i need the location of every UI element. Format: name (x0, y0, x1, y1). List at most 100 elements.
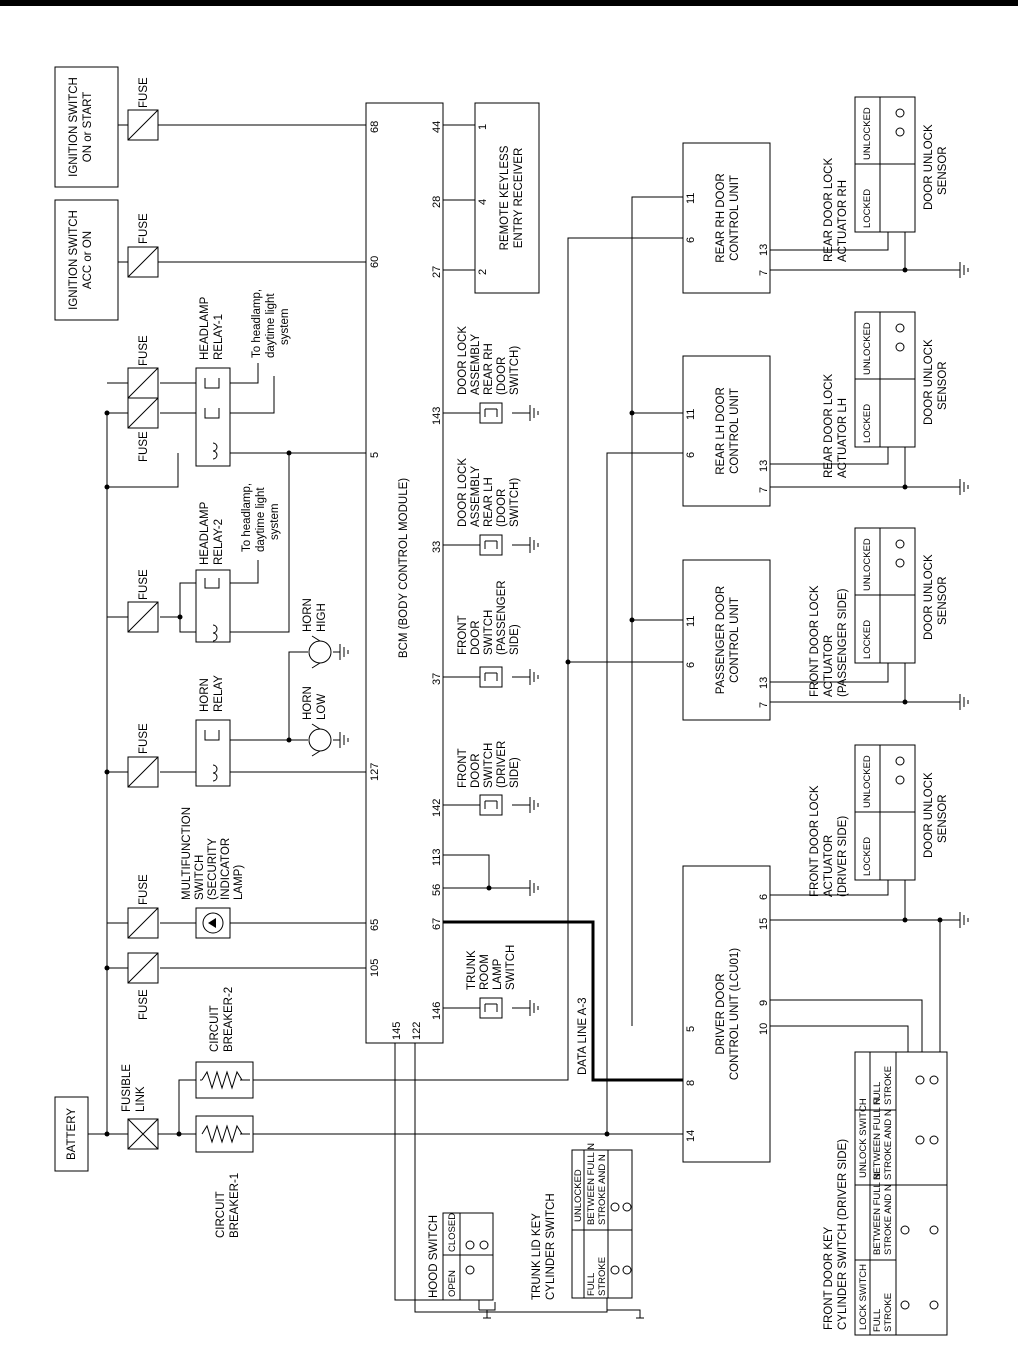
cb2-label-1: CIRCUIT (209, 1005, 221, 1052)
fusible-link-label-1: FUSIBLE (121, 1064, 133, 1112)
front-driver-act-3: (DRIVER SIDE) (837, 816, 849, 897)
front-pass-sw-1: FRONT (457, 615, 469, 655)
fuse-label: FUSE (138, 431, 150, 462)
driver-control-unit: DRIVER DOOR CONTROL UNIT (LCU01) 5 8 14 … (682, 865, 771, 1163)
actuator-unlocked-label: UNLOCKED (862, 107, 873, 160)
rear-lh-actuator: UNLOCKED LOCKED REAR DOOR LOCK ACTUATOR … (823, 311, 949, 478)
key-unlock-between-1: BETWEEN FULL N (872, 1098, 883, 1180)
cu-pin: 8 (685, 1080, 697, 1086)
to-headlamp-1-line2: daytime light (265, 293, 277, 358)
front-pass-sw-4: (PASSENGER (496, 580, 508, 655)
cu-pin: 11 (685, 616, 697, 627)
cu-pin: 13 (758, 677, 770, 689)
rear-lh-control-unit: REAR LH DOOR CONTROL UNIT 11 6 7 13 (682, 355, 771, 507)
front-pass-sw-2: DOOR (470, 621, 482, 656)
fuse-label: FUSE (138, 723, 150, 754)
horn-relay: HORN RELAY (195, 675, 231, 787)
front-driver-act-2: ACTUATOR (823, 835, 835, 897)
rear-rh-actuator: UNLOCKED LOCKED REAR DOOR LOCK ACTUATOR … (823, 96, 949, 262)
bcm-pin: 5 (369, 452, 381, 458)
trunk-room-sw-2: ROOM (479, 954, 491, 990)
key-unlock-full-2: STROKE (883, 1066, 894, 1105)
front-pass-sw-3: SWITCH (483, 610, 495, 655)
fuse-icon (127, 601, 159, 633)
cu-pin: 14 (685, 1130, 697, 1142)
key-lock-full-1: FULL (872, 1309, 883, 1332)
front-driver-sw-4: (DRIVER (496, 741, 508, 788)
rear-rh-sw-4: (DOOR (496, 357, 508, 395)
hood-switch: CLOSED OPEN HOOD SWITCH (428, 1212, 494, 1301)
rear-rh-sensor-2: SENSOR (937, 146, 949, 195)
rear-lh-cu-name-2: CONTROL UNIT (729, 388, 741, 474)
rear-rh-sw-1: DOOR LOCK (457, 326, 469, 395)
to-headlamp-1-line1: To headlamp, (251, 289, 263, 358)
switch-icon (479, 534, 503, 556)
rke-pin: 1 (477, 124, 489, 130)
trunk-room-sw-3: LAMP (492, 958, 504, 990)
key-unlock-label: UNLOCK SWITCH (858, 1098, 869, 1178)
bcm-pin: 105 (369, 959, 381, 977)
switch-icon (479, 402, 503, 424)
front-driver-actuator: UNLOCKED LOCKED FRONT DOOR LOCK ACTUATOR… (809, 744, 949, 897)
key-unlock-full-1: FULL (872, 1082, 883, 1105)
fuse-icon (127, 397, 159, 429)
actuator-unlocked-label: UNLOCKED (862, 755, 873, 808)
front-driver-sensor-2: SENSOR (937, 794, 949, 843)
actuator-unlocked-label: UNLOCKED (862, 322, 873, 375)
rear-rh-sw-5: SWITCH) (509, 346, 521, 395)
cu-pin: 7 (758, 270, 770, 276)
key-lock-between-2: STROKE AND N (883, 1184, 894, 1255)
multifunction-line1: MULTIFUNCTION (181, 807, 193, 900)
headlamp-relay-2-label-2: RELAY-2 (213, 519, 225, 565)
headlamp-relay-2: HEADLAMP RELAY-2 (195, 501, 231, 643)
cu-pin: 10 (758, 1023, 770, 1035)
fuse-icon (127, 246, 159, 278)
pass-cu-name-2: CONTROL UNIT (729, 597, 741, 683)
trunk-lid-switch: UNLOCKED BETWEEN FULL N STROKE AND N FUL… (531, 1143, 633, 1300)
cu-pin: 11 (685, 409, 697, 420)
bcm-pin: 28 (431, 196, 443, 208)
headlamp-relay-1-label-2: RELAY-1 (213, 314, 225, 360)
actuator-locked-label: LOCKED (862, 189, 873, 228)
multifunction-line5: LAMP) (233, 865, 245, 900)
multifunction-line4: INDICATOR (220, 838, 232, 900)
junction-dots (104, 267, 943, 1137)
cu-pin: 15 (758, 918, 770, 930)
horn-low-label-2: LOW (316, 694, 328, 720)
hood-open-label: OPEN (447, 1270, 458, 1297)
front-pass-sensor-2: SENSOR (937, 576, 949, 625)
key-lock-between-1: BETWEEN FULL N (872, 1173, 883, 1255)
switch-labels: DOOR LOCK ASSEMBLY REAR RH (DOOR SWITCH)… (457, 326, 521, 990)
trunk-full-2: STROKE (597, 1257, 608, 1296)
cu-pin: 5 (685, 1026, 697, 1032)
bcm-pin: 127 (369, 763, 381, 781)
indicator-lamp-icon (195, 907, 231, 939)
trunk-room-sw-4: SWITCH (505, 945, 517, 990)
switch-icon (479, 794, 503, 816)
key-lock-full-2: STROKE (883, 1293, 894, 1332)
ign-acc-on-line2: ACC or ON (82, 231, 94, 289)
front-key-name-1: FRONT DOOR KEY (823, 1226, 835, 1330)
cu-pin: 6 (685, 662, 697, 668)
front-pass-act-1: FRONT DOOR LOCK (809, 585, 821, 697)
headlamp-relay-2-label-1: HEADLAMP (199, 501, 211, 565)
bcm-pin: 44 (431, 121, 443, 133)
rear-lh-act-2: ACTUATOR LH (837, 398, 849, 478)
rear-lh-sensor-1: DOOR UNLOCK (923, 339, 935, 425)
bcm-pin: 65 (369, 919, 381, 931)
rear-lh-sw-2: ASSEMBLY (470, 466, 482, 527)
fuse-icon (127, 756, 159, 788)
to-headlamp-2-line2: daytime light (255, 487, 267, 552)
bcm-pin: 27 (431, 266, 443, 278)
fuse-icon (127, 907, 159, 939)
bcm-pin: 143 (431, 407, 443, 425)
actuator-locked-label: LOCKED (862, 620, 873, 659)
ign-acc-on-line1: IGNITION SWITCH (68, 210, 80, 310)
actuator-locked-label: LOCKED (862, 404, 873, 443)
rear-lh-sw-5: SWITCH) (509, 478, 521, 527)
headlamp-relay-1-label-1: HEADLAMP (199, 296, 211, 360)
front-pass-sensor-1: DOOR UNLOCK (923, 554, 935, 640)
trunk-between-1: BETWEEN FULL N (586, 1143, 597, 1225)
rear-rh-control-unit: REAR RH DOOR CONTROL UNIT 11 6 7 13 (682, 142, 771, 294)
